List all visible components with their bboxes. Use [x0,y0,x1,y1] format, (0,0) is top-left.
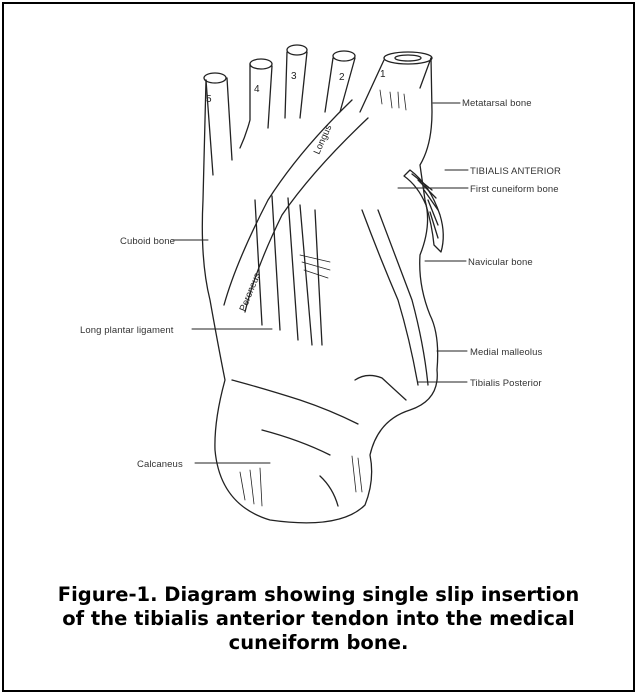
label-long-plantar-ligament: Long plantar ligament [80,325,174,336]
toe-number-1: 1 [380,69,386,80]
label-first-cuneiform-bone: First cuneiform bone [470,184,559,195]
long-plantar-ligament [255,196,322,345]
calcaneus-outline [232,380,358,506]
tibialis-posterior-tendon [362,210,428,385]
caption-line-1: Figure-1. Diagram showing single slip in… [20,583,617,607]
caption-line-3: cuneiform bone. [20,631,617,655]
foot-outline [202,58,437,523]
tibialis-anterior-tendon [404,170,443,252]
label-calcaneus: Calcaneus [137,459,183,470]
label-tibialis-posterior: Tibialis Posterior [470,378,542,389]
figure-caption: Figure-1. Diagram showing single slip in… [20,583,617,655]
label-medial-malleolus: Medial malleolus [470,347,543,358]
toe-number-4: 4 [254,84,260,95]
toe-number-3: 3 [291,71,297,82]
peroneus-label: Peroneus [238,271,264,313]
peroneus-longus-band [224,100,368,312]
toe-number-5: 5 [206,94,212,105]
toe-number-2: 2 [339,72,345,83]
caption-line-2: of the tibialis anterior tendon into the… [20,607,617,631]
longus-label: Longus [312,123,335,156]
label-cuboid-bone: Cuboid bone [120,236,175,247]
label-metatarsal-bone: Metatarsal bone [462,98,532,109]
label-navicular-bone: Navicular bone [468,257,533,268]
label-tibialis-anterior: TIBIALIS ANTERIOR [470,166,561,177]
